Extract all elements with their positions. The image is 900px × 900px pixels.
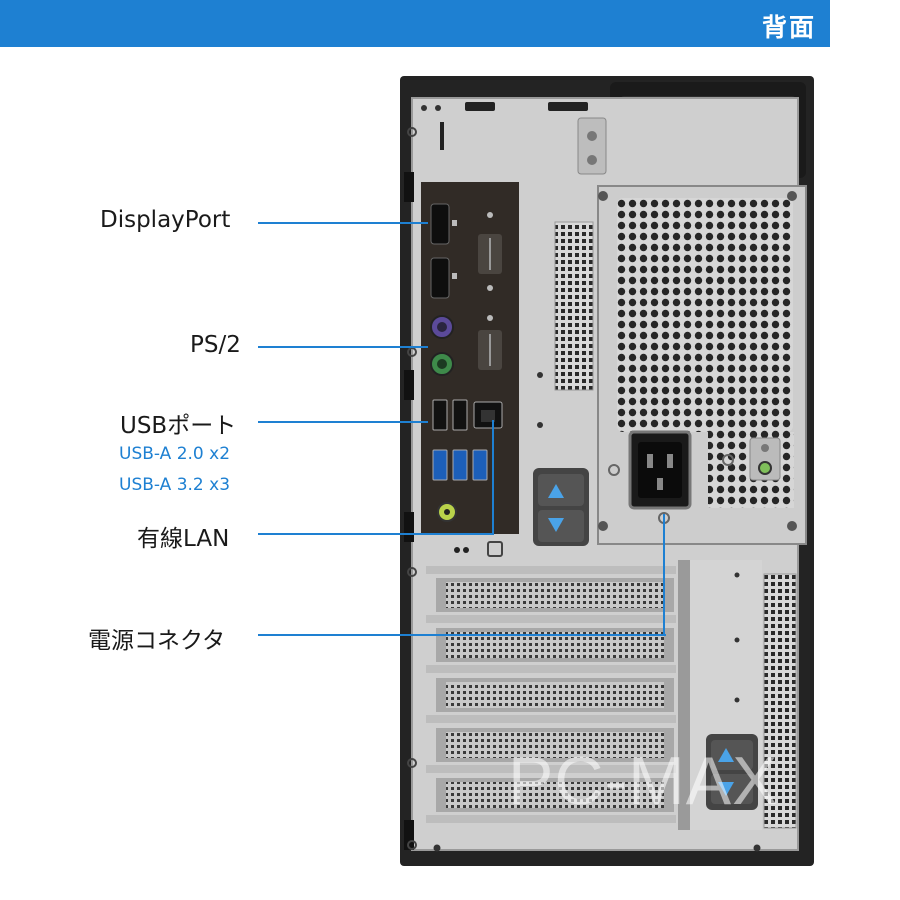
right-vent bbox=[763, 573, 797, 829]
usb3-port-3 bbox=[472, 449, 488, 481]
leader-line-ps2 bbox=[258, 346, 428, 348]
header-title: 背面 bbox=[761, 13, 816, 42]
usb2-port-2 bbox=[452, 399, 468, 431]
expansion-slots bbox=[426, 566, 676, 823]
callout-power: 電源コネクタ bbox=[88, 628, 226, 654]
usb3-port-2 bbox=[452, 449, 468, 481]
psu-grille bbox=[617, 198, 793, 432]
usb2-port-1 bbox=[432, 399, 448, 431]
displayport-port-2 bbox=[430, 257, 450, 299]
leader-line-lan-vertical bbox=[492, 420, 494, 535]
callout-usb-a2: USB-A 2.0 x2 bbox=[119, 444, 231, 464]
displayport-port-1 bbox=[430, 203, 450, 245]
leader-line-usb bbox=[258, 421, 428, 423]
leader-line-displayport bbox=[258, 222, 428, 224]
callout-lan: 有線LAN bbox=[137, 526, 230, 552]
usb3-port-1 bbox=[432, 449, 448, 481]
watermark-text: PC-MAX bbox=[508, 743, 779, 819]
callout-usb-a3: USB-A 3.2 x3 bbox=[119, 475, 231, 495]
callout-displayport: DisplayPort bbox=[100, 207, 231, 233]
callout-ps2: PS/2 bbox=[190, 332, 241, 358]
leader-line-power bbox=[258, 634, 666, 636]
leader-line-power-vertical bbox=[663, 514, 665, 636]
center-vent bbox=[554, 221, 594, 391]
header-bar: 背面 bbox=[0, 0, 830, 47]
leader-line-lan bbox=[258, 533, 494, 535]
callout-usb: USBポート bbox=[120, 413, 237, 439]
